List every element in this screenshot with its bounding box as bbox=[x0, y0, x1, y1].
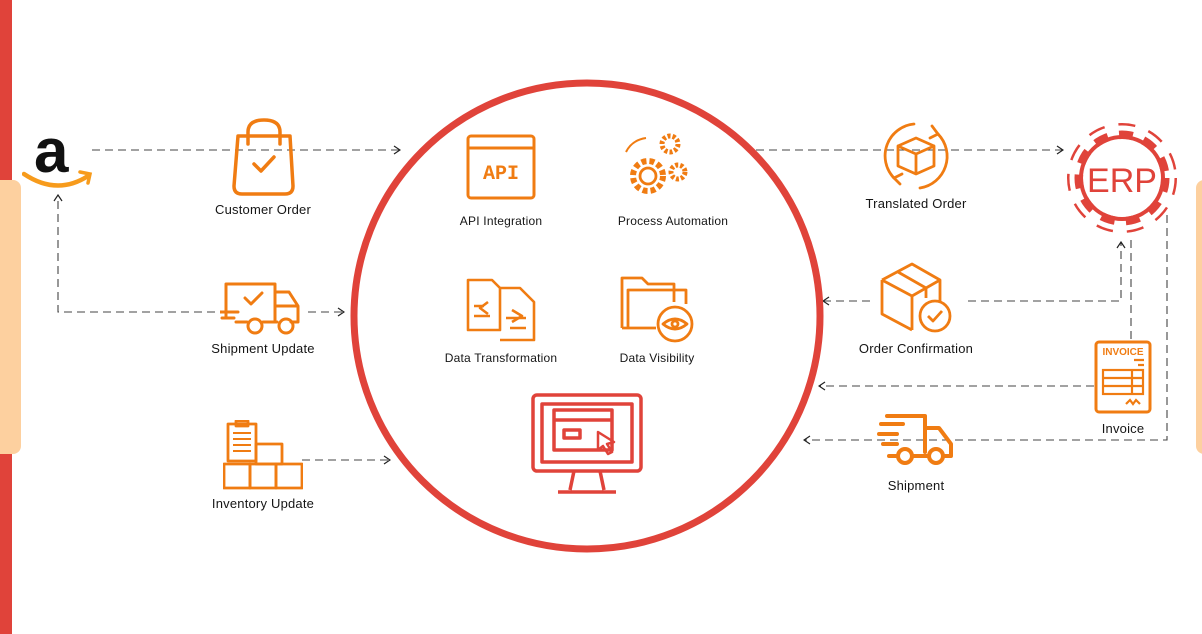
svg-text:a: a bbox=[34, 120, 69, 186]
left-peach-panel bbox=[0, 180, 21, 454]
arrow-order-confirmation-erp bbox=[968, 242, 1121, 302]
amazon-logo-icon: a bbox=[22, 120, 93, 188]
api-icon-text: API bbox=[483, 163, 519, 186]
data-transformation-icon bbox=[466, 278, 536, 342]
box-check-icon bbox=[880, 262, 952, 333]
integration-hub-circle bbox=[350, 79, 824, 553]
right-peach-panel bbox=[1196, 180, 1202, 454]
label-translated-order: Translated Order bbox=[865, 196, 967, 211]
erp-gear-icon: ERP bbox=[1067, 123, 1177, 233]
gears-icon bbox=[625, 133, 688, 194]
label-invoice: Invoice bbox=[1101, 421, 1145, 436]
label-shipment-update: Shipment Update bbox=[211, 341, 315, 356]
delivery-truck-check-icon bbox=[220, 282, 300, 335]
fast-delivery-truck-icon bbox=[877, 414, 953, 465]
api-window-icon: API bbox=[466, 134, 536, 200]
label-customer-order: Customer Order bbox=[215, 202, 311, 217]
arrow-shipment bbox=[804, 215, 1168, 440]
label-order-confirmation: Order Confirmation bbox=[858, 341, 974, 356]
label-api-integration: API Integration bbox=[459, 214, 543, 228]
label-shipment: Shipment bbox=[887, 478, 945, 493]
label-data-visibility: Data Visibility bbox=[619, 351, 695, 365]
arrow-shipment-update-to-amazon bbox=[58, 195, 215, 313]
inventory-boxes-clipboard-icon bbox=[223, 420, 303, 490]
folder-eye-icon bbox=[620, 276, 694, 343]
label-inventory-update: Inventory Update bbox=[211, 496, 315, 511]
translated-order-box-cycle-icon bbox=[883, 122, 949, 190]
monitor-click-icon bbox=[531, 393, 643, 494]
erp-text: ERP bbox=[1087, 162, 1157, 200]
invoice-icon-text: INVOICE bbox=[1102, 347, 1143, 358]
shopping-bag-check-icon bbox=[232, 118, 295, 196]
invoice-document-icon: INVOICE bbox=[1094, 340, 1152, 414]
label-process-automation: Process Automation bbox=[617, 214, 729, 228]
label-data-transformation: Data Transformation bbox=[444, 351, 558, 365]
